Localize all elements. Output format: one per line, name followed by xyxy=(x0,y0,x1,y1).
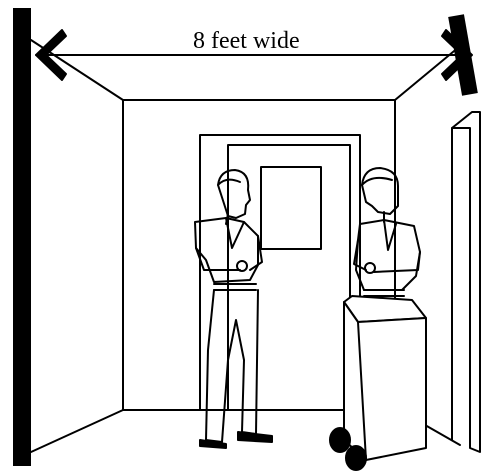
width-label: 8 feet wide xyxy=(193,28,300,54)
door-outer-frame xyxy=(200,135,360,410)
left-wall-edge xyxy=(13,8,31,466)
door-window xyxy=(261,167,321,249)
right-person xyxy=(354,168,420,296)
back-door xyxy=(200,135,360,410)
cart-body xyxy=(344,302,426,460)
width-dimension-arrow xyxy=(36,14,478,96)
door-inner-frame xyxy=(228,145,350,410)
utility-cart xyxy=(330,296,426,470)
right-door-frame xyxy=(452,112,480,452)
cart-wheel-left xyxy=(330,428,350,452)
cart-wheel-right xyxy=(346,446,366,470)
